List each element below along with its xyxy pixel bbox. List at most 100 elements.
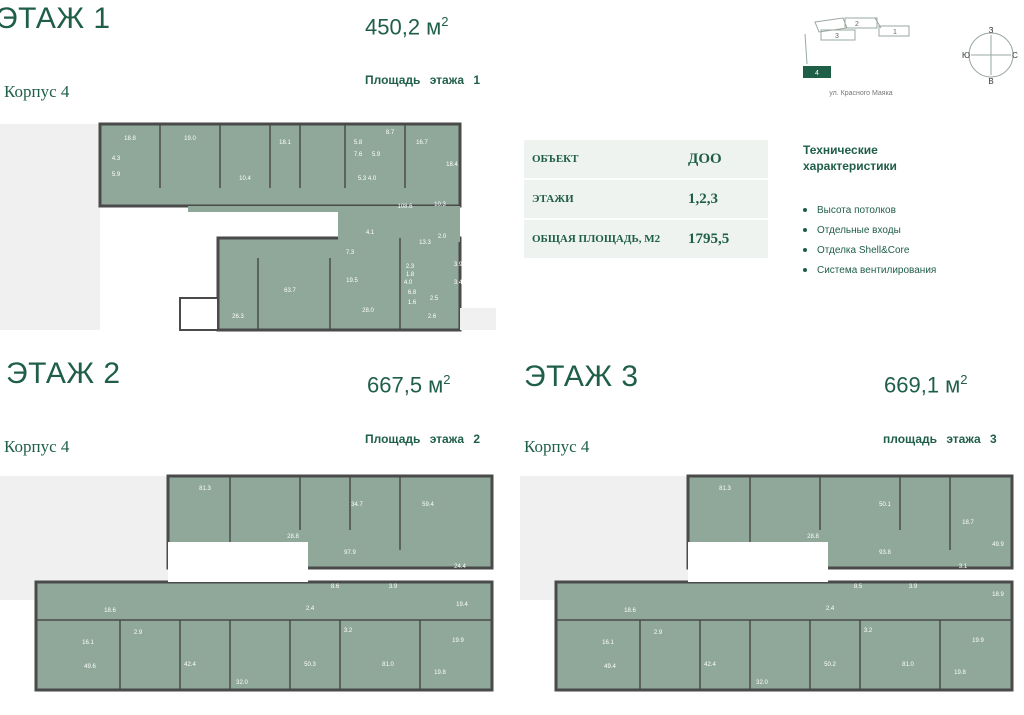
room-area-label: 108.6 — [397, 204, 413, 210]
room-area-label: 3.2 — [826, 572, 835, 578]
room-area-label: 34.7 — [351, 502, 363, 508]
room-area-label: 5.8 — [354, 140, 363, 146]
room-area-label: 49.9 — [992, 542, 1004, 548]
room-area-label: 49.4 — [604, 664, 616, 670]
info-key: ОБЩАЯ ПЛОЩАДЬ, М2 — [524, 219, 680, 260]
room-area-label: 50.3 — [304, 662, 316, 668]
room-area-label: 6.8 — [408, 290, 417, 296]
room-area-label: 19.8 — [434, 670, 446, 676]
compass-e: С — [1012, 51, 1018, 60]
object-info-table: ОБЪЕКТ ДОО ЭТАЖИ 1,2,3 ОБЩАЯ ПЛОЩАДЬ, М2… — [524, 140, 768, 260]
tech-list: Высота потолков Отдельные входы Отделка … — [803, 200, 1003, 280]
compass-icon: З С В Ю — [962, 26, 1018, 86]
info-value: 1,2,3 — [680, 179, 768, 220]
room-area-label: 26.3 — [232, 314, 244, 320]
bullet-icon — [803, 248, 807, 252]
compass-s: В — [988, 77, 993, 86]
room-area-label: 8.6 — [331, 584, 340, 590]
room-area-label: 3.1 — [959, 564, 968, 570]
room-area-label: 63.7 — [284, 288, 296, 294]
room-area-label: 18.7 — [962, 520, 974, 526]
room-area-label: 3.2 — [344, 628, 353, 634]
floor-2-outside-area — [0, 476, 170, 600]
room-area-label: 50.2 — [824, 662, 836, 668]
room-area-label: 3.2 — [864, 628, 873, 634]
room-area-label: 19.8 — [954, 670, 966, 676]
room-area-label: 18.8 — [124, 136, 136, 142]
room-area-label: 32.0 — [756, 680, 768, 686]
floor-2-title: ЭТАЖ 2 — [6, 357, 121, 390]
room-area-label: 10.4 — [239, 176, 251, 182]
room-area-label: 93.8 — [879, 550, 891, 556]
room-area-label: 2.9 — [654, 630, 663, 636]
room-area-label: 81.0 — [382, 662, 394, 668]
floor-3-lower-wing — [554, 580, 1014, 692]
floor-2-area: 667,5 м2 — [367, 372, 451, 398]
room-area-label: 10.3 — [434, 202, 446, 208]
room-area-label: 4.1 — [366, 230, 375, 236]
floor-3-courtyard — [688, 542, 828, 582]
info-key: ОБЪЕКТ — [524, 140, 680, 180]
room-area-label: 19.5 — [346, 278, 358, 284]
room-area-label: 42.4 — [184, 662, 196, 668]
room-area-label: 49.6 — [84, 664, 96, 670]
room-area-label: 18.4 — [446, 162, 458, 168]
floor-2-courtyard — [168, 542, 308, 582]
floor-1-outside-area — [0, 124, 100, 330]
room-area-label: 32.0 — [236, 680, 248, 686]
bullet-icon — [803, 268, 807, 272]
tech-item: Отдельные входы — [803, 220, 1003, 240]
floor-3-korpus: Корпус 4 — [524, 437, 590, 456]
compass-w: Ю — [962, 51, 970, 60]
keymap-street: ул. Красного Маяка — [829, 90, 892, 97]
room-area-label: 3.9 — [909, 584, 918, 590]
floor-1-upper-wing — [98, 122, 462, 208]
room-area-label: 8.7 — [386, 130, 395, 136]
room-area-label: 2.0 — [438, 234, 447, 240]
keymap-block-label: 3 — [835, 33, 839, 40]
room-area-label: 4.0 — [404, 280, 413, 286]
info-row-floors: ЭТАЖИ 1,2,3 — [524, 179, 768, 220]
floor-1-terrace — [460, 308, 496, 330]
floor-2-area-label: Площадь этажа 2 — [365, 432, 481, 446]
room-area-label: 28.8 — [287, 534, 299, 540]
tech-item: Система вентилирования — [803, 260, 1003, 280]
tech-item: Высота потолков — [803, 200, 1003, 220]
info-key: ЭТАЖИ — [524, 179, 680, 220]
info-row-total-area: ОБЩАЯ ПЛОЩАДЬ, М2 1795,5 — [524, 219, 768, 260]
info-value: ДОО — [680, 140, 768, 180]
floor-3-outside-area — [520, 476, 690, 600]
room-area-label: 59.4 — [422, 502, 434, 508]
room-area-label: 7.6 — [354, 152, 363, 158]
room-area-label: 28.8 — [807, 534, 819, 540]
room-area-label: 2.9 — [134, 630, 143, 636]
compass-n: З — [989, 26, 994, 35]
tech-item: Отделка Shell&Core — [803, 240, 1003, 260]
room-area-label: 5.3 — [358, 176, 367, 182]
room-area-label: 3.2 — [306, 572, 315, 578]
floor-3-area-label: площадь этажа 3 — [883, 432, 997, 446]
floor-1-hall — [338, 206, 460, 242]
floor-1-area: 450,2 м2 — [365, 14, 449, 40]
room-area-label: 18.9 — [992, 592, 1004, 598]
room-area-label: 1.8 — [406, 272, 415, 278]
bullet-icon — [803, 208, 807, 212]
floor-2-korpus: Корпус 4 — [4, 437, 70, 456]
floor-3-area: 669,1 м2 — [884, 372, 968, 398]
room-area-label: 19.4 — [456, 602, 468, 608]
building-keymap: 2 3 1 4 ул. Красного Маяка — [803, 17, 910, 97]
room-area-label: 81.3 — [719, 486, 731, 492]
room-area-label: 24.4 — [454, 564, 466, 570]
room-area-label: 18.6 — [104, 608, 116, 614]
floor-1-area-label: Площадь этажа 1 — [365, 73, 481, 87]
room-area-label: 16.7 — [416, 140, 428, 146]
keymap-block-label: 1 — [893, 29, 897, 36]
floor-1-lower-wing — [216, 236, 462, 332]
room-area-label: 3.9 — [389, 584, 398, 590]
room-area-label: 8.5 — [854, 584, 863, 590]
room-area-label: 7.3 — [346, 250, 355, 256]
room-area-label: 18.6 — [624, 608, 636, 614]
room-area-label: 4.0 — [368, 176, 377, 182]
